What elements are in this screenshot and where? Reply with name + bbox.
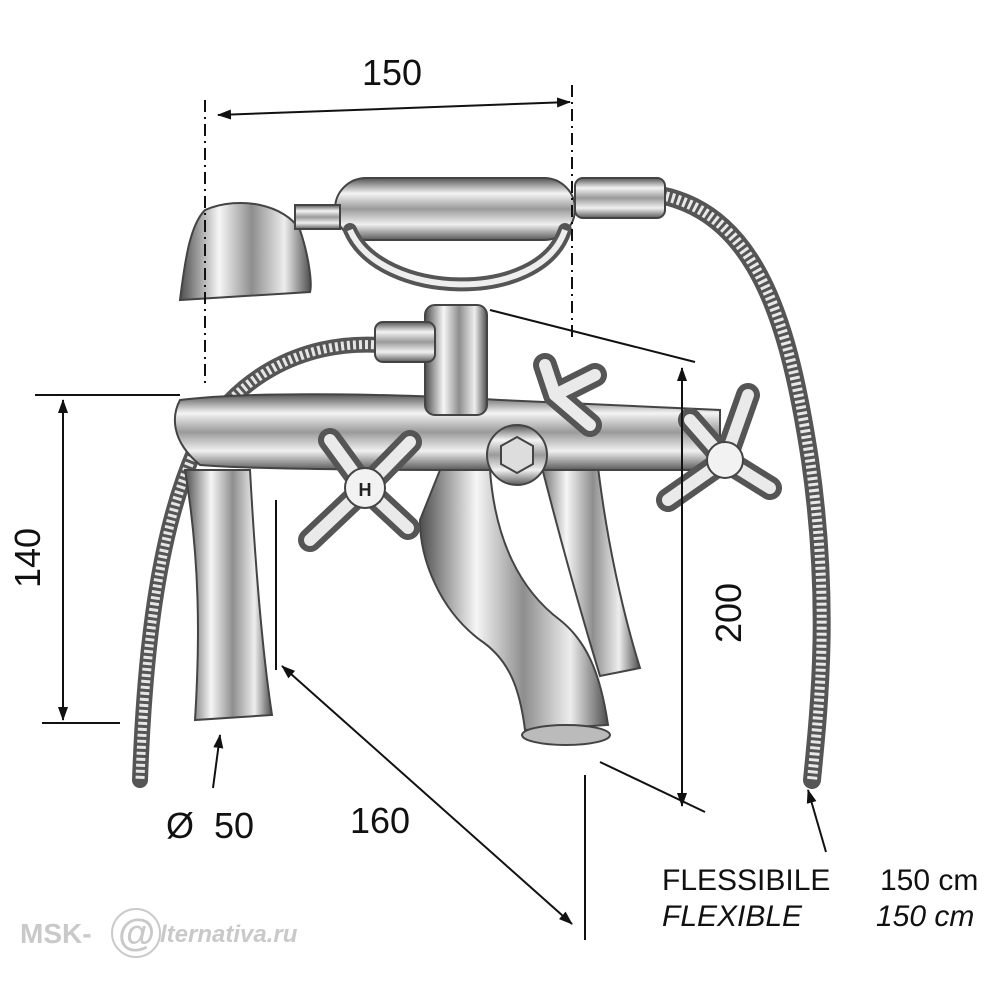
hose-spec-label-2: FLEXIBLE	[662, 900, 803, 933]
watermark: MSK- @ lternativa.ru	[20, 908, 298, 958]
svg-text:H: H	[359, 480, 372, 500]
faucet-illustration: H	[132, 177, 831, 789]
hose-spec-value-1: 150 cm	[880, 864, 978, 897]
watermark-left: MSK-	[20, 918, 92, 949]
hose-spec-value-2: 150 cm	[876, 900, 974, 933]
right-pillar	[533, 439, 642, 678]
diverter-cross-handle	[533, 353, 607, 437]
hose-spec: FLESSIBILE 150 cm FLEXIBLE 150 cm	[662, 864, 978, 933]
shower-head	[178, 202, 312, 302]
guide-200-bottom	[599, 761, 706, 813]
center-column	[424, 304, 488, 416]
watermark-right: lternativa.ru	[160, 921, 298, 948]
left-pillar	[183, 469, 274, 722]
dimension-lines	[35, 85, 827, 940]
dim-140-label: 140	[7, 528, 48, 588]
watermark-at-icon	[111, 908, 161, 958]
hot-cross-handle: H	[298, 428, 422, 552]
spout	[418, 469, 610, 732]
dim-150-label: 150	[362, 52, 422, 93]
hose-leader	[806, 789, 827, 853]
guide-200-top	[489, 309, 696, 363]
dim-200-label: 200	[708, 583, 749, 643]
dim-160-arrow	[281, 665, 573, 925]
hose-connector	[374, 321, 436, 363]
dim-150-arrow	[217, 97, 571, 120]
dim-160-label: 160	[350, 800, 410, 841]
hose-spec-label-1: FLESSIBILE	[662, 864, 830, 897]
dim-50-leader	[212, 734, 224, 789]
dim-50-label: Ø 50	[166, 805, 254, 846]
handset-grip	[334, 177, 576, 241]
cold-cross-handle	[656, 383, 782, 512]
watermark-mark: @	[117, 913, 154, 955]
